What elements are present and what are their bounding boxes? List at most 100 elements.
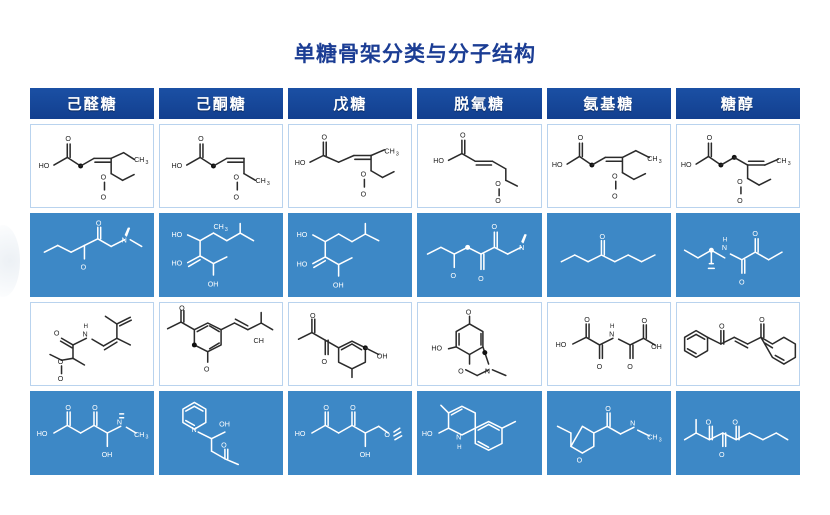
- svg-text:O: O: [705, 418, 711, 426]
- structure-hexose-aldose-3: O N H O O: [30, 302, 155, 386]
- svg-text:3: 3: [146, 160, 149, 166]
- svg-text:O: O: [58, 375, 64, 383]
- svg-text:3: 3: [788, 161, 791, 167]
- svg-text:O: O: [361, 170, 367, 178]
- svg-text:3: 3: [146, 435, 149, 441]
- svg-text:HO: HO: [681, 161, 692, 169]
- svg-text:O: O: [706, 134, 712, 142]
- svg-text:OH: OH: [208, 280, 219, 288]
- svg-text:O: O: [324, 404, 330, 412]
- structure-amino-3: HO O O N H O O OH: [546, 302, 671, 386]
- svg-text:CH: CH: [776, 157, 786, 165]
- svg-text:N: N: [722, 244, 727, 252]
- svg-text:O: O: [737, 178, 743, 186]
- svg-text:O: O: [460, 131, 466, 139]
- svg-text:CH: CH: [134, 156, 144, 164]
- svg-text:O: O: [627, 363, 633, 371]
- svg-text:O: O: [350, 404, 356, 412]
- svg-text:N: N: [117, 418, 122, 426]
- svg-text:OH: OH: [377, 352, 388, 360]
- svg-text:OH: OH: [333, 281, 344, 289]
- svg-text:O: O: [492, 223, 498, 231]
- svg-text:O: O: [459, 368, 465, 376]
- svg-text:O: O: [759, 316, 765, 324]
- structure-pentose-4: HO O O OH O: [288, 391, 413, 475]
- svg-text:O: O: [96, 219, 102, 227]
- svg-text:CH: CH: [385, 148, 395, 156]
- svg-text:O: O: [466, 308, 472, 316]
- svg-text:O: O: [719, 323, 725, 331]
- svg-text:CH: CH: [256, 177, 266, 185]
- svg-text:O: O: [451, 272, 457, 280]
- svg-text:H: H: [723, 237, 727, 244]
- svg-text:CH: CH: [214, 223, 224, 231]
- svg-text:O: O: [204, 366, 210, 374]
- svg-text:O: O: [576, 457, 582, 465]
- svg-text:O: O: [101, 193, 107, 201]
- svg-text:O: O: [612, 192, 618, 200]
- svg-text:CH: CH: [134, 431, 144, 439]
- svg-text:O: O: [54, 329, 60, 337]
- svg-text:HO: HO: [172, 259, 183, 267]
- svg-text:O: O: [641, 317, 647, 325]
- svg-text:OH: OH: [102, 451, 113, 459]
- svg-text:OH: OH: [651, 343, 662, 351]
- structure-deoxy-3: O HO O N: [417, 302, 542, 386]
- svg-text:O: O: [612, 172, 618, 180]
- svg-text:O: O: [719, 451, 725, 459]
- svg-text:HO: HO: [297, 231, 308, 239]
- svg-text:3: 3: [658, 438, 661, 444]
- svg-text:HO: HO: [172, 162, 183, 170]
- svg-text:O: O: [198, 135, 204, 143]
- svg-text:O: O: [81, 263, 87, 271]
- svg-text:O: O: [739, 279, 745, 287]
- svg-text:O: O: [322, 133, 328, 141]
- svg-text:N: N: [485, 368, 490, 376]
- column-header-hexose-ketose: 己酮糖: [159, 88, 284, 119]
- svg-text:3: 3: [658, 159, 661, 165]
- svg-text:O: O: [234, 173, 240, 181]
- svg-text:3: 3: [225, 227, 228, 233]
- svg-text:O: O: [599, 233, 605, 241]
- svg-text:N: N: [630, 419, 635, 427]
- structure-deoxy-2: O O O N: [417, 213, 542, 297]
- svg-text:O: O: [479, 275, 485, 283]
- svg-text:H: H: [610, 323, 614, 330]
- svg-text:CH: CH: [647, 155, 657, 163]
- structure-hexose-ketose-3: O O CH: [159, 302, 284, 386]
- structure-sugar-alcohol-3: O O: [675, 302, 800, 386]
- structure-hexose-ketose-4: N OH O: [159, 391, 284, 475]
- column-header-sugar-alcohol: 糖醇: [675, 88, 800, 119]
- svg-text:O: O: [322, 358, 328, 366]
- svg-text:H: H: [83, 323, 87, 330]
- svg-text:HO: HO: [432, 345, 443, 353]
- svg-text:O: O: [385, 431, 391, 439]
- structure-amino-2: O: [546, 213, 671, 297]
- column-header-hexose-aldose: 己醛糖: [30, 88, 155, 119]
- svg-text:O: O: [596, 363, 602, 371]
- svg-text:O: O: [752, 230, 758, 238]
- structure-hexose-aldose-2: O O N: [30, 213, 155, 297]
- structure-deoxy-4: HO N H: [417, 391, 542, 475]
- column-header-pentose: 戊糖: [288, 88, 413, 119]
- structure-pentose-2: HO HO OH: [288, 213, 413, 297]
- svg-text:HO: HO: [422, 430, 433, 438]
- svg-text:HO: HO: [37, 430, 48, 438]
- svg-text:HO: HO: [551, 161, 562, 169]
- svg-text:N: N: [609, 330, 614, 338]
- svg-text:O: O: [101, 173, 107, 181]
- edge-watermark: [0, 225, 20, 297]
- svg-text:O: O: [737, 197, 743, 205]
- svg-text:HO: HO: [39, 162, 50, 170]
- svg-text:O: O: [58, 358, 64, 366]
- svg-text:O: O: [65, 404, 71, 412]
- svg-text:HO: HO: [555, 341, 566, 349]
- svg-text:O: O: [361, 191, 367, 199]
- page-title: 单糖骨架分类与分子结构: [294, 43, 536, 66]
